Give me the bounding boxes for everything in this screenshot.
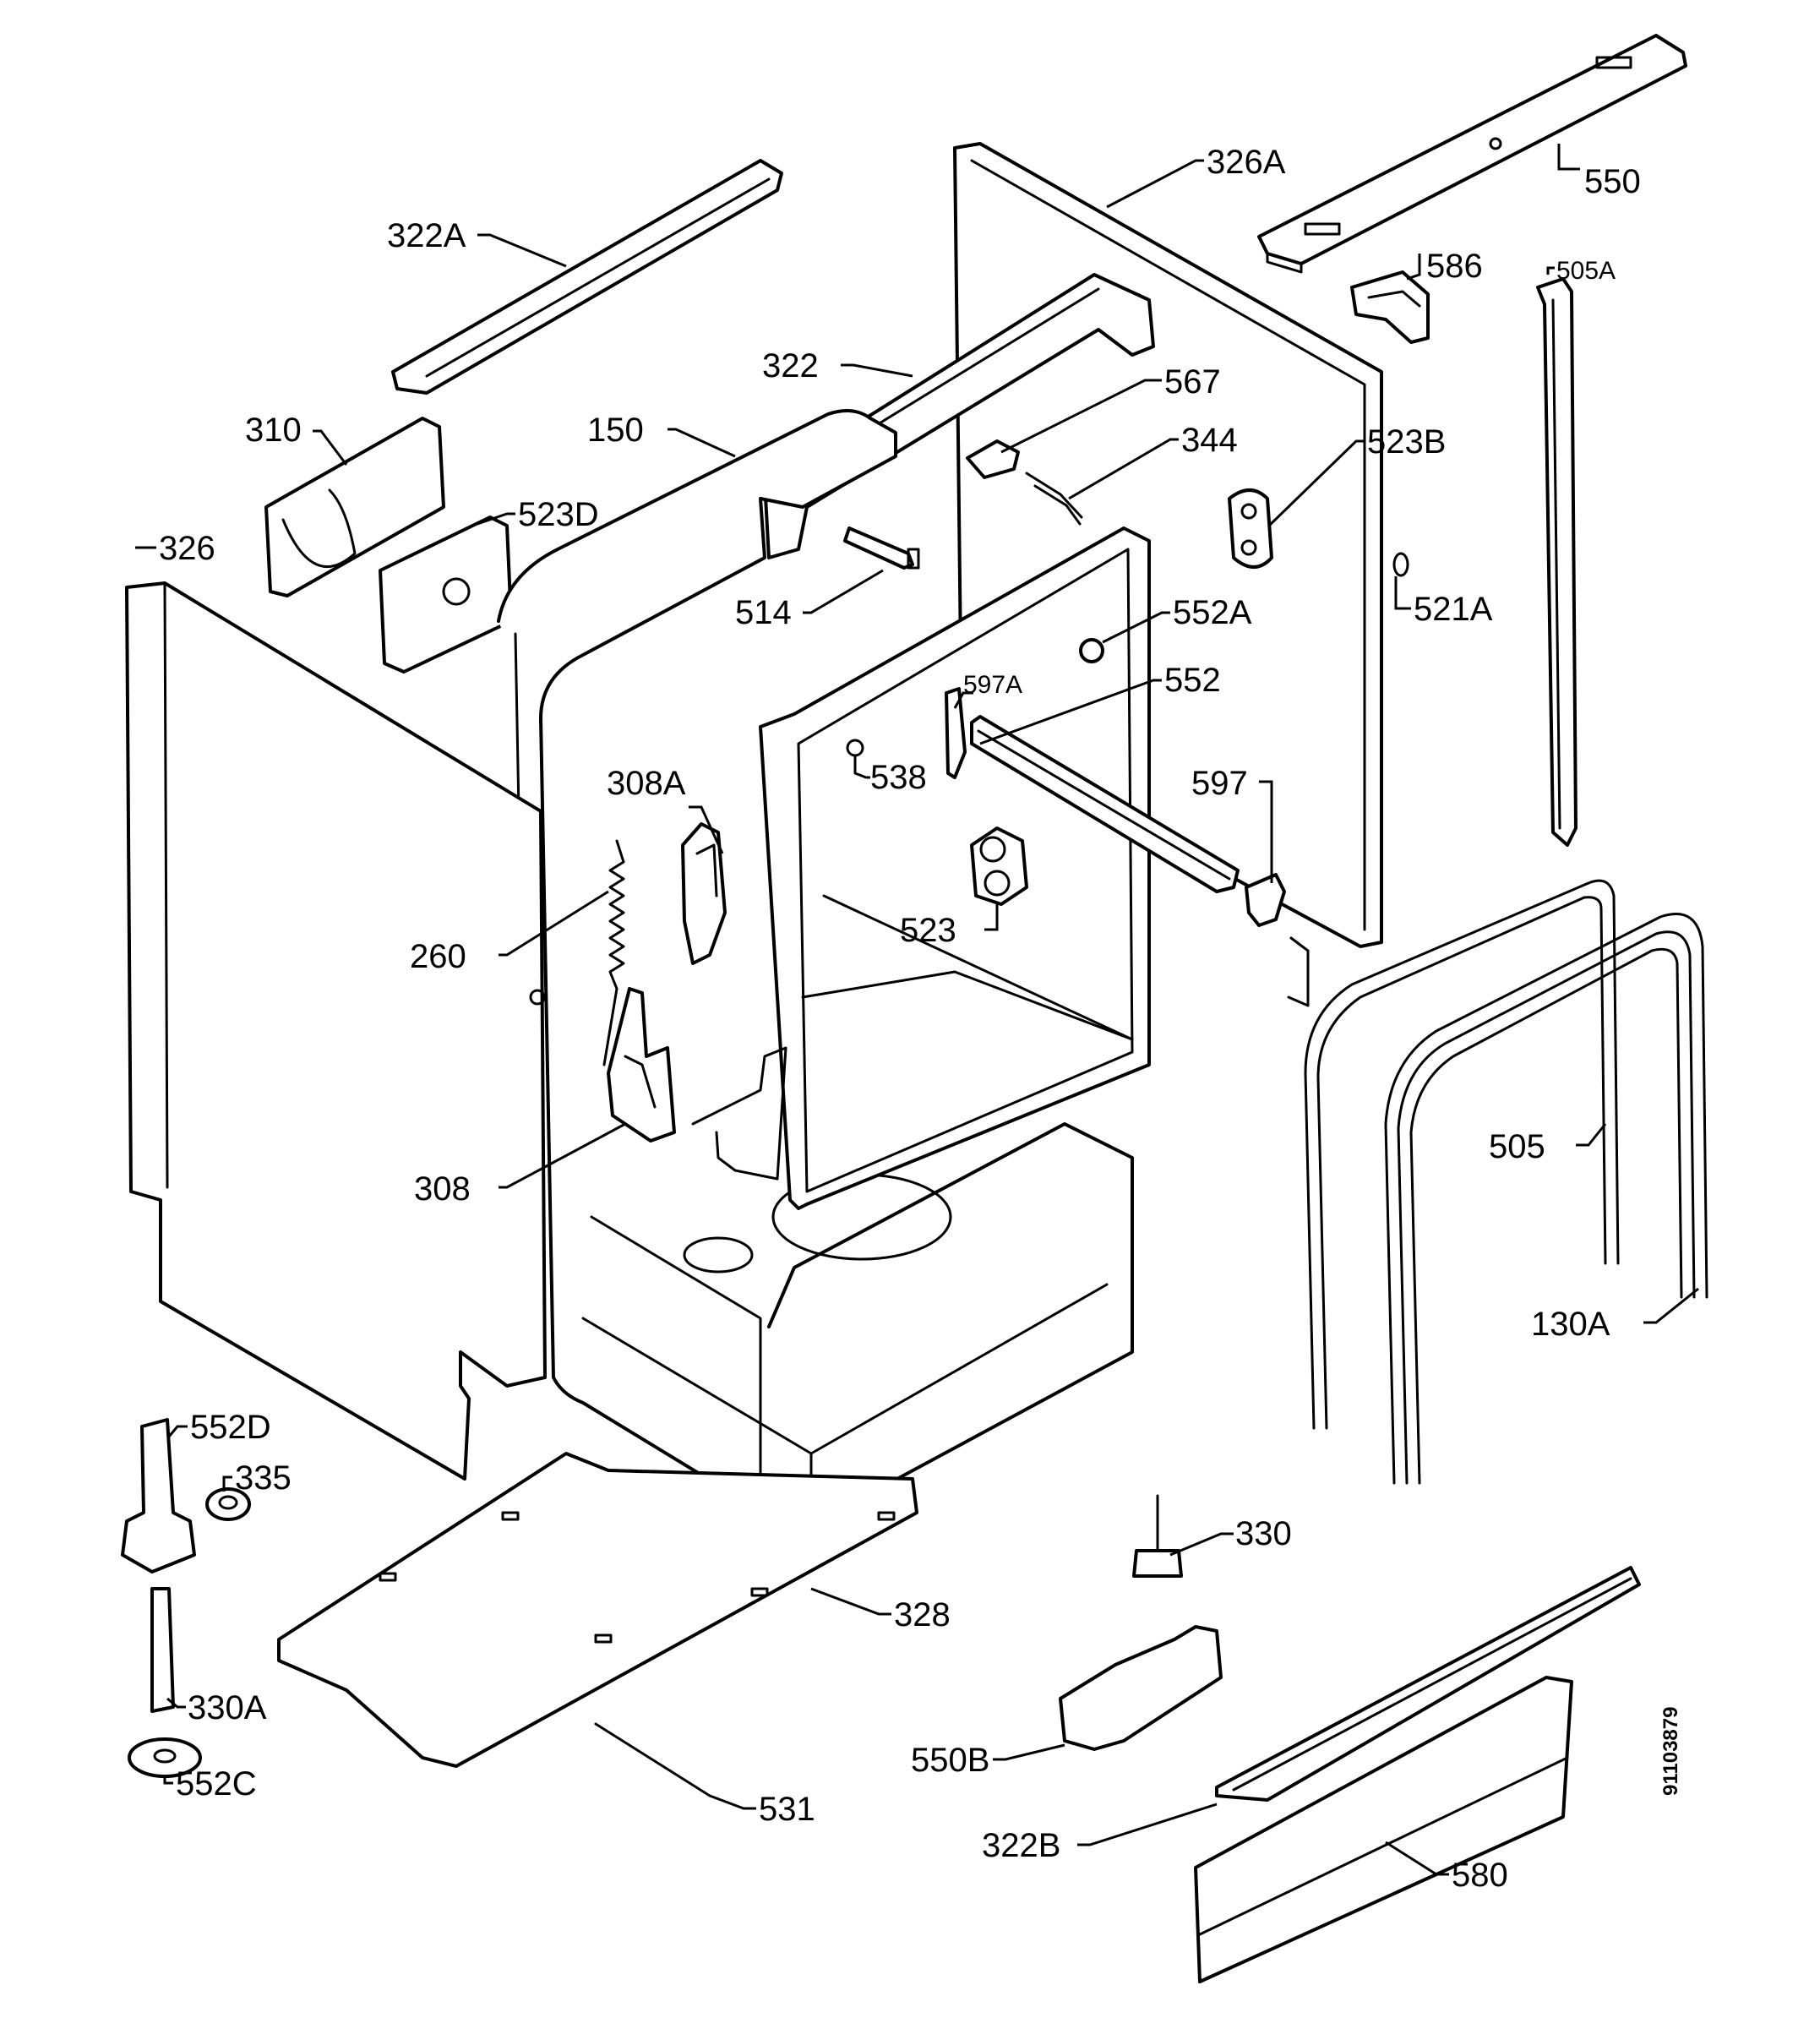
part-523D-cover [379,515,513,674]
part-538-screw [846,739,864,775]
callout-552D: 552D [190,1409,271,1446]
callout-538: 538 [870,759,927,796]
callout-330: 330 [1235,1515,1292,1552]
part-586-bracket [1350,270,1430,344]
part-326-side-panel [125,581,547,1481]
part-597A-latch [945,687,967,779]
part-580-kickplate [1194,1676,1573,1983]
callout-552A: 552A [1173,594,1252,631]
part-552D-foot [121,1418,196,1573]
callout-330A: 330A [188,1689,267,1726]
part-531-rod [594,1722,711,1797]
callout-580: 580 [1452,1857,1508,1894]
part-328-base-plate [277,1452,918,1768]
part-523-mount [970,826,1028,906]
part-523B-mount [1228,488,1273,569]
callout-550B: 550B [911,1742,989,1779]
callout-505A: 505A [1556,257,1616,285]
callout-308A: 308A [607,765,686,802]
document-number: 91103879 [1659,1707,1682,1796]
callout-597A: 597A [963,671,1022,699]
callout-326A: 326A [1207,144,1286,181]
callout-335: 335 [235,1459,292,1497]
part-552A-knob [1079,638,1104,663]
part-308A-hinge [681,822,727,965]
part-310-cover [264,417,445,597]
part-552-rail [970,715,1240,893]
callout-130A: 130A [1531,1306,1610,1343]
callout-586: 586 [1426,248,1483,285]
callout-552C: 552C [176,1765,257,1803]
callout-150: 150 [587,412,644,449]
part-330-bolt [1132,1494,1183,1578]
part-344-spring [1025,472,1083,526]
callout-322: 322 [762,347,819,385]
callout-531: 531 [759,1791,815,1828]
part-330A-bolt [150,1587,175,1713]
part-505A-strip [1536,277,1578,847]
callout-322B: 322B [982,1827,1060,1864]
callout-labels: 550 326A 322A 586 505A 322 567 310 150 3… [159,144,1682,1894]
part-550-top-rail [1257,34,1687,274]
callout-550: 550 [1584,163,1641,200]
callout-310: 310 [245,412,302,449]
part-597-catch [1245,873,1286,927]
leader-lines [135,144,1699,1876]
part-550B-bracket [1059,1625,1223,1751]
callout-328: 328 [894,1596,951,1633]
callout-523D: 523D [518,496,599,533]
part-521A-ring [1392,552,1409,577]
part-514-pin [843,526,920,570]
callout-523: 523 [900,912,956,949]
callout-523B: 523B [1367,423,1446,461]
part-505-gasket [1304,879,1620,1430]
callout-552: 552 [1164,662,1221,699]
callout-521A: 521A [1414,591,1493,628]
callout-322A: 322A [387,217,466,254]
callout-567: 567 [1164,363,1221,401]
callout-326: 326 [159,530,215,567]
part-322A-strip [391,159,783,395]
part-130A-gasket [1384,913,1708,1485]
part-door-frame [691,526,1151,1210]
callout-308: 308 [414,1170,471,1208]
callout-505: 505 [1489,1128,1545,1165]
callout-344: 344 [1181,422,1238,459]
callout-514: 514 [735,594,792,631]
part-260-spring [602,839,625,1066]
part-322B-strip [1215,1566,1641,1802]
callout-260: 260 [410,938,466,975]
part-335-nut [205,1487,251,1521]
callout-597: 597 [1191,765,1248,802]
